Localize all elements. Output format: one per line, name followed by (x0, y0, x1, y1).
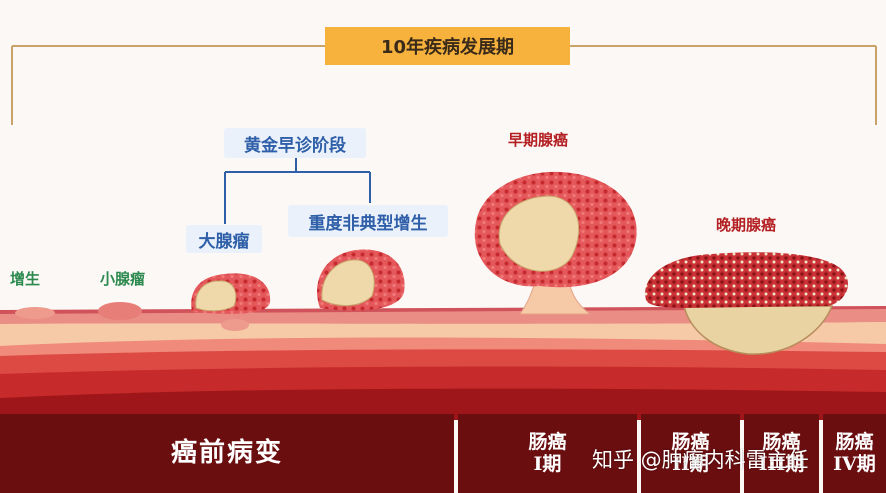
stage2-cell: 肠癌 II期 (641, 414, 740, 493)
late-cancer-label: 晚期腺癌 (716, 216, 777, 234)
golden-period-label: 黄金早诊阶段 (224, 128, 366, 158)
stage4-cell: 肠癌 IV期 (823, 414, 886, 493)
large-adenoma-label: 大腺瘤 (186, 225, 262, 253)
colon-wall (0, 306, 886, 420)
small-adenoma-label: 小腺瘤 (100, 270, 146, 288)
golden-connector (224, 158, 371, 224)
stage3-label: 肠癌 III期 (758, 430, 805, 475)
early-cancer-label: 早期腺癌 (508, 131, 569, 149)
precancer-cell: 癌前病变 (0, 414, 454, 493)
precancer-label: 癌前病变 (170, 437, 283, 468)
severe-dysplasia-polyp (317, 249, 405, 311)
stage2-label: 肠癌 II期 (671, 430, 710, 475)
hyperplasia-label: 增生 (10, 270, 41, 288)
stage4-label: 肠癌 IV期 (833, 430, 876, 475)
large-adenoma-polyp (191, 273, 271, 314)
stage1-cell: 肠癌 I期 (458, 414, 637, 493)
zhihu-watermark: 知乎 @肿瘤内科雷主任 (592, 448, 809, 472)
stage3-cell: 肠癌 III期 (744, 414, 819, 493)
early-cancer-polyp (474, 171, 637, 315)
late-cancer-mass (645, 252, 849, 355)
stage1-label: 肠癌 I期 (528, 430, 567, 475)
severe-dysplasia-label: 重度非典型增生 (288, 205, 448, 237)
small-adenoma-bump (15, 302, 249, 331)
timeline-title: 10年疾病发展期 (325, 27, 570, 65)
timeline-bracket (11, 45, 877, 125)
